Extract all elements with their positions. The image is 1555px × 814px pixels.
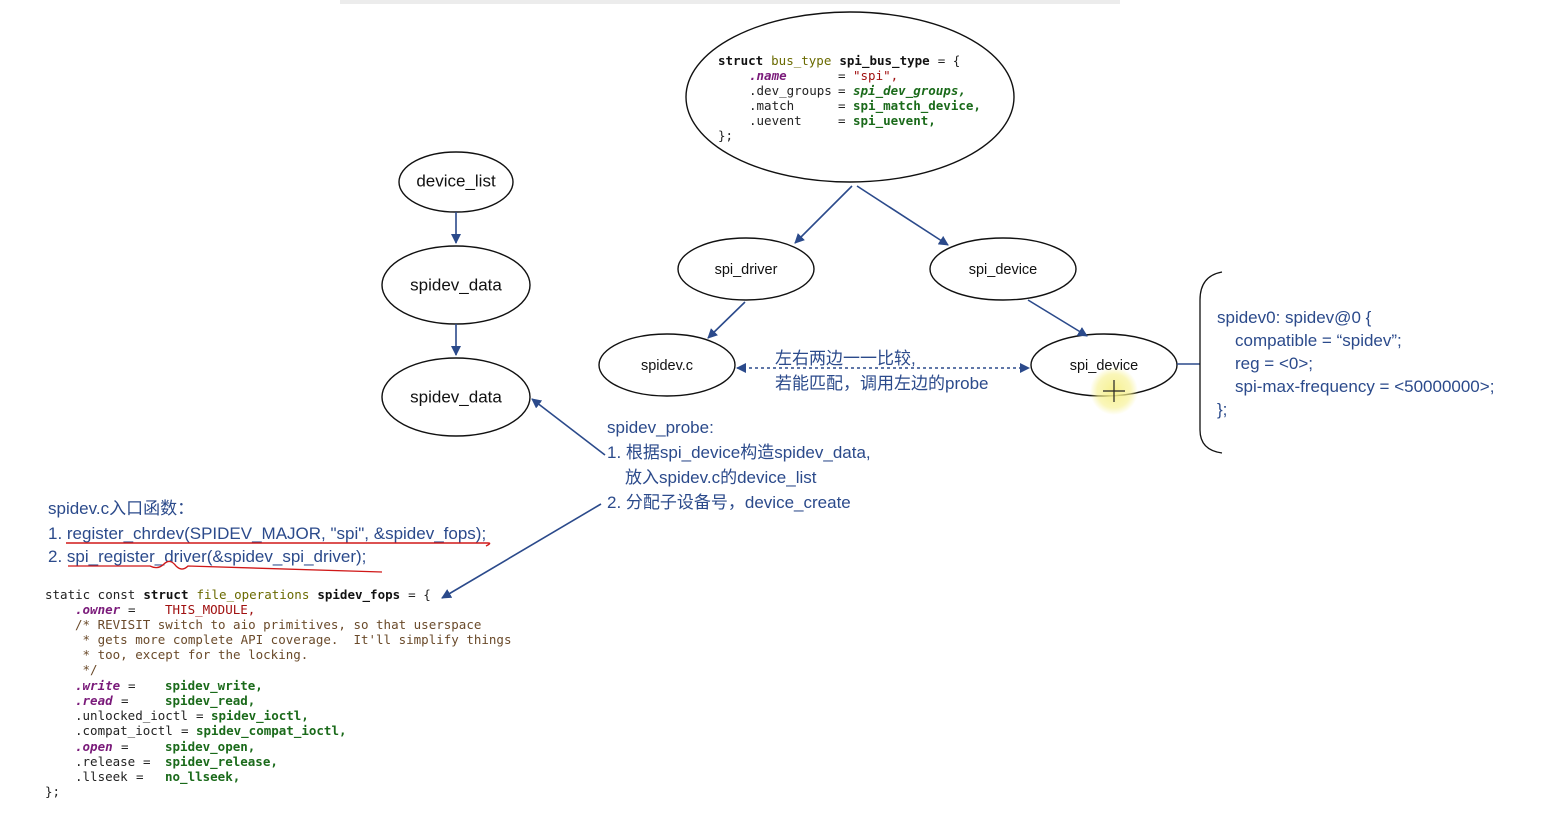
compare-note-line1: 左右两边一一比较, bbox=[775, 349, 916, 368]
probe-item1b: 放入spidev.c的device_list bbox=[625, 468, 817, 487]
edge-probe-to-data2 bbox=[531, 398, 606, 456]
spidev-c-label: spidev.c bbox=[641, 358, 693, 374]
spi-device-node-2: spi_device bbox=[1030, 333, 1178, 397]
fops-owner-eq: = bbox=[128, 602, 136, 617]
top-shadow bbox=[340, 0, 1120, 4]
probe-item2: 2. 分配子设备号，device_create bbox=[607, 493, 851, 512]
fops-ioctl-value: spidev_ioctl, bbox=[211, 708, 309, 724]
edge-driver-to-spidevc bbox=[707, 301, 746, 339]
bus-type-row-name: .name bbox=[749, 68, 787, 83]
spi-device-label-1: spi_device bbox=[969, 262, 1038, 278]
edge-probe-to-fops bbox=[441, 503, 602, 599]
fops-write-field: .write bbox=[75, 678, 121, 693]
bus-type-row-name-eq: = bbox=[838, 68, 846, 83]
dts-line4: spi-max-frequency = <50000000>; bbox=[1235, 377, 1494, 396]
fops-write-value: spidev_write, bbox=[165, 678, 263, 694]
fops-comment4: */ bbox=[75, 662, 98, 677]
bus-type-close: }; bbox=[718, 128, 733, 143]
spidev-c-ellipse bbox=[598, 333, 736, 397]
mouse-cursor bbox=[1090, 367, 1138, 415]
bus-type-ellipse bbox=[685, 11, 1015, 183]
fops-compat-eq: = bbox=[181, 723, 189, 738]
entry-item2: 2. spi_register_driver(&spidev_spi_drive… bbox=[48, 547, 366, 566]
bus-type-row-devgroups-value: spi_dev_groups, bbox=[853, 83, 966, 99]
fops-write-eq: = bbox=[128, 678, 136, 693]
fops-open-field: .open bbox=[75, 739, 113, 754]
edge-bustype-to-device bbox=[856, 185, 949, 246]
fops-comment1: /* REVISIT switch to aio primitives, so … bbox=[75, 617, 481, 632]
fops-read-eq: = bbox=[121, 693, 129, 708]
spidev-c-node: spidev.c bbox=[598, 333, 736, 397]
dts-line2: compatible = “spidev”; bbox=[1235, 331, 1402, 350]
dts-line3: reg = <0>; bbox=[1235, 354, 1313, 373]
device-list-label: device_list bbox=[416, 171, 496, 190]
fops-release-eq: = bbox=[143, 754, 151, 769]
spidev-data-node-1: spidev_data bbox=[381, 245, 531, 325]
entry-item1: 1. register_chrdev(SPIDEV_MAJOR, "spi", … bbox=[48, 524, 486, 543]
crosshair-cursor-icon bbox=[1103, 380, 1125, 402]
fops-llseek-field: .llseek bbox=[75, 769, 128, 784]
entry-title: spidev.c入口函数： bbox=[48, 499, 194, 518]
fops-compat-value: spidev_compat_ioctl, bbox=[196, 723, 347, 739]
bus-type-row-match: .match bbox=[749, 98, 794, 113]
device-list-node: device_list bbox=[398, 151, 514, 213]
fops-release-value: spidev_release, bbox=[165, 754, 278, 770]
fops-open-eq: = bbox=[121, 739, 129, 754]
bus-type-row-match-value: spi_match_device, bbox=[853, 98, 981, 114]
fops-owner-value: THIS_MODULE, bbox=[165, 602, 255, 617]
compare-note-line2: 若能匹配，调用左边的probe bbox=[775, 374, 988, 393]
probe-title: spidev_probe: bbox=[607, 418, 714, 437]
fops-ioctl-field: .unlocked_ioctl bbox=[75, 708, 188, 723]
spi-driver-node: spi_driver bbox=[677, 237, 815, 301]
fops-llseek-eq: = bbox=[136, 769, 144, 784]
spidev-data-label-1: spidev_data bbox=[410, 275, 502, 294]
bus-type-row-name-value: "spi", bbox=[853, 68, 898, 83]
dts-line5: }; bbox=[1217, 400, 1227, 419]
fops-read-value: spidev_read, bbox=[165, 693, 255, 709]
bus-type-row-uevent-eq: = bbox=[838, 113, 846, 128]
spi-device-ellipse-1 bbox=[929, 237, 1077, 301]
spidev-data-ellipse-2 bbox=[381, 357, 531, 437]
fops-release-field: .release bbox=[75, 754, 135, 769]
edge-bustype-to-driver bbox=[794, 185, 853, 244]
bus-type-row-uevent-value: spi_uevent, bbox=[853, 113, 936, 129]
bus-type-row-match-eq: = bbox=[838, 98, 846, 113]
red-underline-2 bbox=[68, 560, 383, 573]
dts-brace bbox=[1199, 271, 1223, 454]
fops-open-value: spidev_open, bbox=[165, 739, 255, 755]
spidev-data-label-2: spidev_data bbox=[410, 387, 502, 406]
bus-type-row-devgroups-eq: = bbox=[838, 83, 846, 98]
dts-line1: spidev0: spidev@0 { bbox=[1217, 308, 1372, 327]
spi-driver-label: spi_driver bbox=[715, 262, 778, 278]
fops-comment2: * gets more complete API coverage. It'll… bbox=[75, 632, 512, 647]
probe-item1a: 1. 根据spi_device构造spidev_data, bbox=[607, 443, 871, 462]
fops-comment3: * too, except for the locking. bbox=[75, 647, 308, 662]
fops-owner-field: .owner bbox=[75, 602, 121, 617]
spi-device-node-1: spi_device bbox=[929, 237, 1077, 301]
edge-device-to-device2 bbox=[1027, 299, 1088, 337]
fops-llseek-value: no_llseek, bbox=[165, 769, 240, 785]
fops-close: }; bbox=[45, 784, 60, 799]
bus-type-row-devgroups: .dev_groups bbox=[749, 83, 832, 98]
bus-type-row-uevent: .uevent bbox=[749, 113, 802, 128]
red-underline-1 bbox=[66, 542, 491, 547]
fops-compat-field: .compat_ioctl bbox=[75, 723, 173, 738]
fops-ioctl-eq: = bbox=[196, 708, 204, 723]
spidev-data-node-2: spidev_data bbox=[381, 357, 531, 437]
spi-driver-ellipse bbox=[677, 237, 815, 301]
fops-read-field: .read bbox=[75, 693, 113, 708]
